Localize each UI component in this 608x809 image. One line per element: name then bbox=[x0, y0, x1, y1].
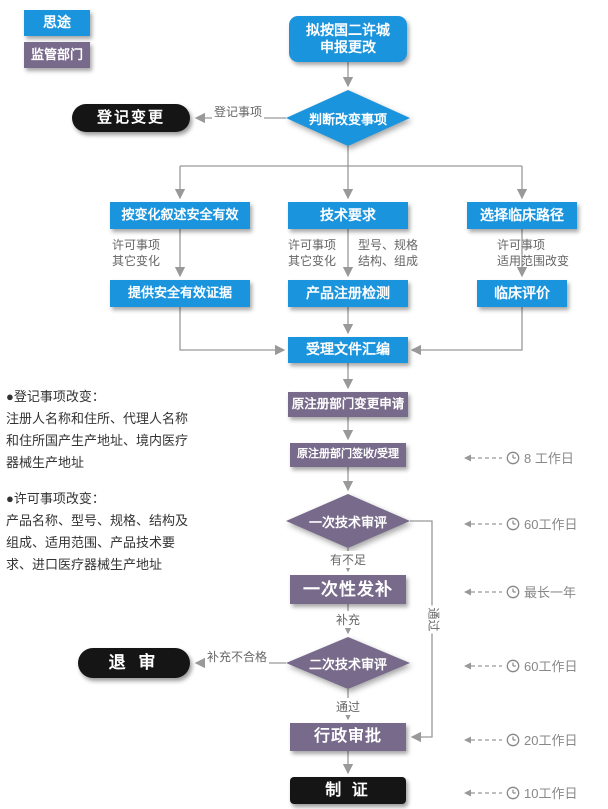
node-review2: 二次技术审评 bbox=[286, 637, 410, 689]
node-supplement: 一次性发补 bbox=[290, 575, 406, 604]
timer-supplement: 最长一年 bbox=[464, 582, 576, 601]
clock-icon bbox=[506, 451, 520, 464]
dashed-arrow-icon bbox=[464, 662, 502, 669]
node-branch-safety: 按变化叙述安全有效 bbox=[110, 202, 250, 229]
node-decision-change: 判断改变事项 bbox=[286, 90, 410, 146]
node-branch-tech: 技术要求 bbox=[288, 202, 408, 229]
timer-sign-accept: 8 工作日 bbox=[464, 448, 574, 467]
node-evidence-label: 提供安全有效证据 bbox=[127, 285, 232, 301]
timer-review2: 60工作日 bbox=[464, 656, 577, 675]
note-right-permit-line1: 许可事项 bbox=[497, 238, 546, 252]
info-registration-title: ●登记事项改变： bbox=[6, 389, 105, 404]
timer-label: 60工作日 bbox=[524, 517, 578, 532]
node-sign-accept-label: 原注册部门签收/受理 bbox=[296, 448, 400, 461]
legend-regulator: 监管部门 bbox=[24, 42, 90, 68]
edge-label-pass-bottom: 通过 bbox=[334, 698, 363, 715]
node-branch-tech-label: 技术要求 bbox=[320, 206, 376, 223]
node-approval: 行政审批 bbox=[290, 723, 406, 751]
node-acceptance-docs: 受理文件汇编 bbox=[288, 337, 408, 363]
note-mid-permit: 许可事项 其它变化 bbox=[288, 237, 336, 269]
timer-label: 最长一年 bbox=[524, 585, 577, 600]
node-certificate: 制 证 bbox=[290, 777, 406, 804]
info-permit-block: ●许可事项改变： 产品名称、型号、规格、结构及 组成、适用范围、产品技术要 求、… bbox=[6, 488, 188, 576]
node-clinical-eval-label: 临床评价 bbox=[494, 284, 550, 301]
dashed-arrow-icon bbox=[464, 789, 502, 796]
info-registration-line3: 器械生产地址 bbox=[6, 455, 85, 470]
edge-label-pass-bypass: 通过 bbox=[425, 605, 443, 634]
legend-situ-label: 思途 bbox=[43, 14, 71, 31]
note-mid-model: 型号、规格 结构、组成 bbox=[358, 237, 418, 269]
edge-label-registration-matters: 登记事项 bbox=[212, 103, 265, 120]
clock-icon bbox=[506, 733, 520, 746]
dashed-arrow-icon bbox=[464, 454, 502, 461]
timer-label: 60工作日 bbox=[524, 659, 578, 674]
info-permit-line2: 组成、适用范围、产品技术要 bbox=[6, 535, 176, 550]
timer-label: 8 工作日 bbox=[524, 451, 574, 466]
node-branch-clinical-label: 选择临床路径 bbox=[480, 206, 564, 223]
info-registration-line1: 注册人名称和住所、代理人名称 bbox=[6, 411, 189, 426]
info-permit-title: ●许可事项改变： bbox=[6, 491, 105, 506]
node-review2-label: 二次技术审评 bbox=[308, 656, 387, 672]
edge-label-supplement-fail: 补充不合格 bbox=[205, 648, 270, 665]
node-review1-label: 一次技术审评 bbox=[308, 514, 387, 530]
clock-icon bbox=[506, 659, 520, 672]
node-start-line1: 拟按国二许城 bbox=[306, 21, 390, 38]
node-approval-label: 行政审批 bbox=[313, 728, 382, 745]
node-acceptance-docs-label: 受理文件汇编 bbox=[306, 341, 390, 358]
node-branch-clinical: 选择临床路径 bbox=[467, 202, 577, 229]
node-product-test: 产品注册检测 bbox=[288, 280, 408, 307]
clock-icon bbox=[506, 585, 520, 598]
note-mid-model-line1: 型号、规格 bbox=[358, 238, 419, 252]
edge-label-supplement: 补充 bbox=[334, 611, 363, 628]
clock-icon bbox=[506, 786, 520, 799]
node-certificate-label: 制 证 bbox=[325, 781, 371, 799]
note-left-permit-line1: 许可事项 bbox=[112, 238, 161, 252]
node-branch-safety-label: 按变化叙述安全有效 bbox=[121, 207, 239, 223]
dashed-arrow-icon bbox=[464, 588, 502, 595]
info-permit-line1: 产品名称、型号、规格、结构及 bbox=[6, 513, 189, 528]
node-registration-change: 登记变更 bbox=[72, 104, 190, 132]
node-product-test-label: 产品注册检测 bbox=[306, 284, 390, 301]
node-decision-change-label: 判断改变事项 bbox=[308, 111, 387, 127]
info-registration-line2: 和住所国产生产地址、境内医疗 bbox=[6, 433, 189, 448]
timer-label: 10工作日 bbox=[524, 786, 578, 801]
note-mid-model-line2: 结构、组成 bbox=[358, 254, 419, 268]
node-evidence: 提供安全有效证据 bbox=[110, 280, 250, 307]
node-sign-accept: 原注册部门签收/受理 bbox=[290, 443, 406, 467]
node-review1: 一次技术审评 bbox=[286, 494, 410, 548]
note-left-permit: 许可事项 其它变化 bbox=[112, 237, 160, 269]
node-start-line2: 申报更改 bbox=[320, 39, 376, 55]
dashed-arrow-icon bbox=[464, 520, 502, 527]
note-mid-permit-line2: 其它变化 bbox=[288, 254, 337, 268]
timer-certificate: 10工作日 bbox=[464, 783, 577, 802]
node-reject: 退 审 bbox=[78, 648, 190, 678]
node-supplement-label: 一次性发补 bbox=[303, 579, 393, 599]
legend-regulator-label: 监管部门 bbox=[30, 46, 83, 62]
node-start: 拟按国二许城 申报更改 bbox=[289, 16, 407, 62]
note-mid-permit-line1: 许可事项 bbox=[288, 238, 337, 252]
timer-review1: 60工作日 bbox=[464, 514, 577, 533]
node-reject-label: 退 审 bbox=[108, 653, 160, 673]
timer-label: 20工作日 bbox=[524, 733, 578, 748]
note-right-permit-line2: 适用范围改变 bbox=[497, 254, 570, 268]
edge-label-insufficient: 有不足 bbox=[328, 551, 369, 568]
node-clinical-eval: 临床评价 bbox=[477, 280, 567, 307]
legend-situ: 思途 bbox=[24, 10, 90, 36]
note-left-permit-line2: 其它变化 bbox=[112, 254, 161, 268]
node-registration-change-label: 登记变更 bbox=[96, 108, 165, 126]
clock-icon bbox=[506, 517, 520, 530]
info-permit-line3: 求、进口医疗器械生产地址 bbox=[6, 557, 163, 572]
note-right-permit: 许可事项 适用范围改变 bbox=[497, 237, 569, 269]
info-registration-block: ●登记事项改变： 注册人名称和住所、代理人名称 和住所国产生产地址、境内医疗 器… bbox=[6, 386, 188, 474]
dashed-arrow-icon bbox=[464, 736, 502, 743]
node-change-apply-label: 原注册部门变更申请 bbox=[291, 396, 405, 411]
node-change-apply: 原注册部门变更申请 bbox=[288, 392, 408, 417]
timer-approval: 20工作日 bbox=[464, 730, 577, 749]
